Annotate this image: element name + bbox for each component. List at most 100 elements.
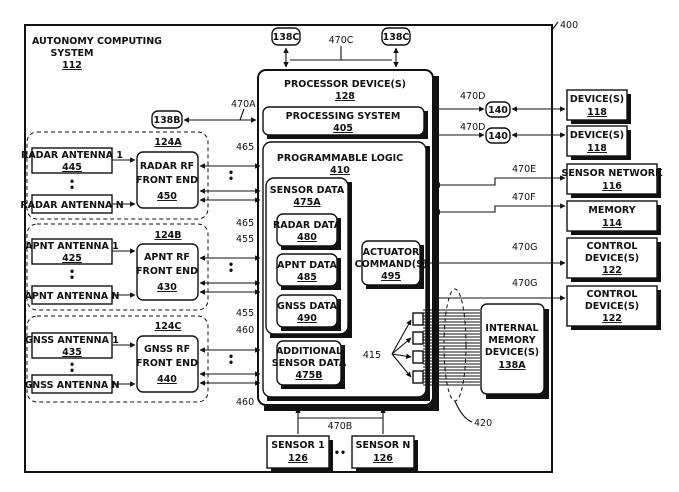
ref-470e: 470E [512, 164, 536, 175]
control-b-line2: DEVICE(S) [585, 301, 639, 312]
connector-138c-left: 138C [271, 27, 301, 68]
figure-number: 400 [560, 20, 578, 31]
sensor-network-116: SENSOR NETWORK 116 470E [434, 163, 664, 198]
svg-text:•: • [69, 366, 75, 377]
sensor-n-label: SENSOR N [356, 440, 411, 451]
apnt-antenna-1-label: APNT ANTENNA 1 [25, 241, 119, 252]
sensor-data-ref: 475A [293, 197, 321, 208]
ref-470f: 470F [512, 192, 536, 203]
ref-460-bottom: 460 [236, 397, 254, 408]
ref-420: 420 [474, 418, 492, 429]
apnt-group-124b: 124B APNT ANTENNA 1 425 • • APNT ANTENNA… [25, 223, 261, 319]
actuator-line2: COMMAND(S) [355, 259, 428, 270]
sensor-1-label: SENSOR 1 [271, 440, 324, 451]
control-devices-122-top: CONTROL DEVICE(S) 122 470G [422, 237, 661, 282]
memory-ports-415: 415 [363, 312, 424, 384]
memory-ref: 114 [602, 218, 622, 229]
ref-470b: 470B [328, 421, 353, 432]
actuator-line1: ACTUATOR [363, 247, 420, 258]
svg-text:•: • [69, 183, 75, 194]
gnss-antenna-1-ref: 435 [62, 347, 82, 358]
system-ref: 112 [62, 60, 82, 71]
memory-bus: 420 [423, 288, 492, 429]
memory-114: MEMORY 114 470F [434, 192, 661, 235]
control-a-ref: 122 [602, 265, 622, 276]
ref-470d-bottom: 470D [460, 122, 485, 133]
devices-118-top: DEVICE(S) 118 [566, 89, 631, 124]
connector-140-bottom: 140 470D [435, 122, 566, 144]
radar-antenna-n-label: RADAR ANTENNA N [20, 200, 123, 211]
connector-138b: 138B 470A [151, 99, 257, 129]
svg-text:•: • [228, 352, 234, 363]
control-b-ref: 122 [602, 313, 622, 324]
apnt-fe-line2: FRONT END [136, 266, 198, 277]
sensor-1-ref: 126 [288, 453, 308, 464]
processor-ref: 128 [335, 91, 355, 102]
svg-text:•: • [228, 168, 234, 179]
svg-text:•: • [228, 358, 234, 369]
additional-sensor-data-block: ADDITIONAL SENSOR DATA 475B [272, 340, 347, 389]
processing-system-title: PROCESSING SYSTEM [286, 111, 401, 122]
sensor-data-title: SENSOR DATA [270, 185, 345, 196]
system-title-line1: AUTONOMY COMPUTING [32, 36, 162, 47]
connector-140-top-label: 140 [488, 105, 508, 116]
sensor-1-126: SENSOR 1 126 [266, 407, 333, 472]
additional-line2: SENSOR DATA [272, 358, 347, 369]
ref-465-bottom: 465 [236, 218, 254, 229]
additional-ref: 475B [295, 370, 322, 381]
radar-data-block: RADAR DATA 480 [273, 213, 342, 250]
ref-455-top: 455 [236, 234, 254, 245]
device-118b-ref: 118 [587, 143, 607, 154]
group-c-ref: 124C [155, 321, 182, 332]
device-118a-label: DEVICE(S) [570, 94, 624, 105]
programmable-logic-ref: 410 [330, 165, 350, 176]
apnt-antenna-1-ref: 425 [62, 253, 82, 264]
internal-memory-line1: INTERNAL [485, 323, 538, 334]
svg-text:•: • [228, 260, 234, 271]
actuator-commands-block: ACTUATOR COMMAND(S) 495 [355, 240, 428, 289]
memory-label: MEMORY [588, 205, 635, 216]
internal-memory-line3: DEVICE(S) [485, 347, 539, 358]
ref-470c: 470C [329, 35, 354, 46]
programmable-logic-title: PROGRAMMABLE LOGIC [277, 153, 403, 164]
internal-memory-ref: 138A [498, 360, 526, 371]
ref-415: 415 [363, 350, 381, 361]
device-118b-label: DEVICE(S) [570, 130, 624, 141]
radar-fe-ref: 450 [157, 191, 177, 202]
ref-455-bottom: 455 [236, 308, 254, 319]
group-b-ref: 124B [154, 230, 181, 241]
ref-470a: 470A [231, 99, 256, 110]
radar-antenna-1-ref: 445 [62, 162, 82, 173]
system-title-line2: SYSTEM [51, 48, 94, 59]
svg-text:•: • [69, 177, 75, 188]
radar-fe-line1: RADAR RF [140, 161, 194, 172]
connector-138c-left-label: 138C [273, 32, 300, 43]
devices-118-bottom: DEVICE(S) 118 [566, 125, 631, 160]
gnss-data-ref: 490 [297, 313, 317, 324]
control-b-line1: CONTROL [587, 289, 638, 300]
ref-470g-bottom: 470G [512, 278, 538, 289]
processing-system-block: PROCESSING SYSTEM 405 [262, 106, 428, 139]
processing-system-ref: 405 [333, 123, 353, 134]
svg-text:•: • [228, 266, 234, 277]
control-a-line1: CONTROL [587, 241, 638, 252]
additional-line1: ADDITIONAL [276, 346, 342, 357]
gnss-fe-line1: GNSS RF [144, 344, 190, 355]
apnt-data-block: APNT DATA 485 [276, 253, 341, 290]
gnss-data-block: GNSS DATA 490 [276, 294, 341, 331]
ref-460-top: 460 [236, 325, 254, 336]
svg-text:•: • [228, 174, 234, 185]
sensor-network-label: SENSOR NETWORK [562, 168, 664, 179]
connector-140-top: 140 470D [435, 91, 566, 118]
processor-title: PROCESSOR DEVICE(S) [284, 79, 406, 90]
internal-memory-block: INTERNAL MEMORY DEVICE(S) 138A [480, 303, 549, 399]
sensor-n-ref: 126 [373, 453, 393, 464]
radar-fe-line2: FRONT END [136, 175, 198, 186]
control-devices-122-bottom: CONTROL DEVICE(S) 122 470G [435, 278, 661, 330]
ref-465-top: 465 [236, 142, 254, 153]
sensors-ellipsis: •• [334, 448, 346, 459]
radar-antenna-1-label: RADAR ANTENNA 1 [21, 150, 123, 161]
apnt-data-title: APNT DATA [277, 260, 337, 271]
apnt-data-ref: 485 [297, 272, 317, 283]
